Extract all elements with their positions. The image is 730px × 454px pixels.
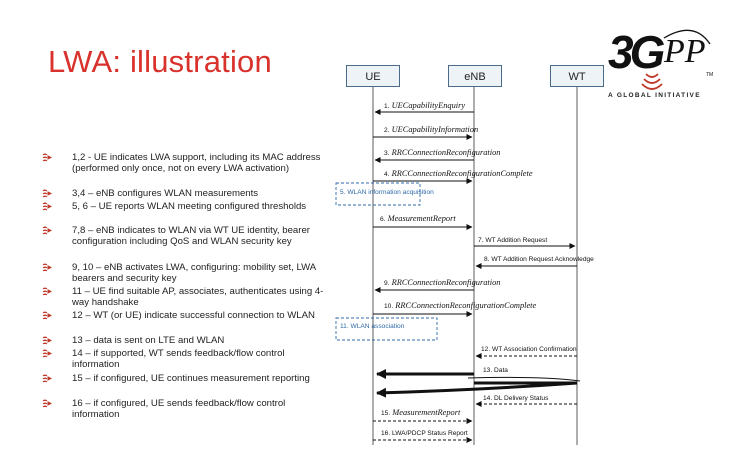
bullet-text: 9, 10 – eNB activates LWA, configuring: … xyxy=(72,262,316,284)
msg-1-label: 1. UECapabilityEnquiry xyxy=(384,101,466,110)
3gpp-logo: 3G PP TM xyxy=(608,26,713,90)
bullet-text: 12 – WT (or UE) indicate successful conn… xyxy=(72,310,315,321)
bullet-waves-icon xyxy=(42,336,52,345)
bullet-text: 13 – data is sent on LTE and WLAN xyxy=(72,335,225,346)
bullet-text: 15 – if configured, UE continues measure… xyxy=(72,373,310,384)
bullet-text: 16 – if configured, UE sends feedback/fl… xyxy=(72,398,286,420)
svg-text:PP: PP xyxy=(663,33,706,70)
msg-2-label: 2. UECapabilityInformation xyxy=(384,125,479,134)
dashed-box-11-label: 11. WLAN association xyxy=(340,323,405,330)
bullet-text: 14 – if supported, WT sends feedback/flo… xyxy=(72,348,285,370)
msg-6-label: 6. MeasurementReport xyxy=(380,214,456,223)
dashed-box-5 xyxy=(335,182,421,206)
entity-ue: UE xyxy=(346,65,400,87)
msg-8-label: 8. WT Addition Request Acknowledge xyxy=(484,256,594,263)
bullet-waves-icon xyxy=(42,226,52,235)
dashed-box-5-label: 5. WLAN information acquisition xyxy=(340,189,434,196)
svg-text:3G: 3G xyxy=(608,26,665,78)
entity-enb: eNB xyxy=(448,65,502,87)
bullet-waves-icon xyxy=(42,153,52,162)
msg-7-label: 7. WT Addition Request xyxy=(478,237,548,244)
msg-3-label: 3. RRCConnectionReconfiguration xyxy=(384,148,501,157)
bullet-text: 7,8 – eNB indicates to WLAN via WT UE id… xyxy=(72,225,310,247)
bullet-text: 5, 6 – UE reports WLAN meeting configure… xyxy=(72,201,307,212)
svg-text:TM: TM xyxy=(706,72,713,78)
msg-10-label: 10. RRCConnectionReconfigurationComplete xyxy=(384,301,537,310)
msg-12-label: 12. WT Association Confirmation xyxy=(481,346,577,353)
bullet-waves-icon xyxy=(42,374,52,383)
entity-wt: WT xyxy=(550,65,604,87)
bullet-text: 11 – UE find suitable AP, associates, au… xyxy=(72,286,324,308)
msg-9-label: 9. RRCConnectionReconfiguration xyxy=(384,278,501,287)
bullet-waves-icon xyxy=(42,399,52,408)
bullet-waves-icon xyxy=(42,202,52,211)
bullet-waves-icon xyxy=(42,263,52,272)
msg-15-label: 15. MeasurementReport xyxy=(381,408,461,417)
msg-4-label: 4. RRCConnectionReconfigurationComplete xyxy=(384,169,533,178)
msg-16-label: 16. LWA/PDCP Status Report xyxy=(381,430,468,437)
bullet-waves-icon xyxy=(42,311,52,320)
msg-14-label: 14. DL Delivery Status xyxy=(483,395,549,402)
bullet-waves-icon xyxy=(42,349,52,358)
msg-13-label: 13. Data xyxy=(483,367,508,374)
logo-tagline: A GLOBAL INITIATIVE xyxy=(608,92,701,99)
bullet-waves-icon xyxy=(42,287,52,296)
dashed-box-11 xyxy=(335,317,438,341)
bullet-text: 3,4 – eNB configures WLAN measurements xyxy=(72,188,259,199)
slide-title: LWA: illustration xyxy=(48,44,272,79)
msg-13-wlan-arrow xyxy=(376,381,578,398)
bullet-text: 1,2 - UE indicates LWA support, includin… xyxy=(72,152,321,174)
bullet-waves-icon xyxy=(42,189,52,198)
